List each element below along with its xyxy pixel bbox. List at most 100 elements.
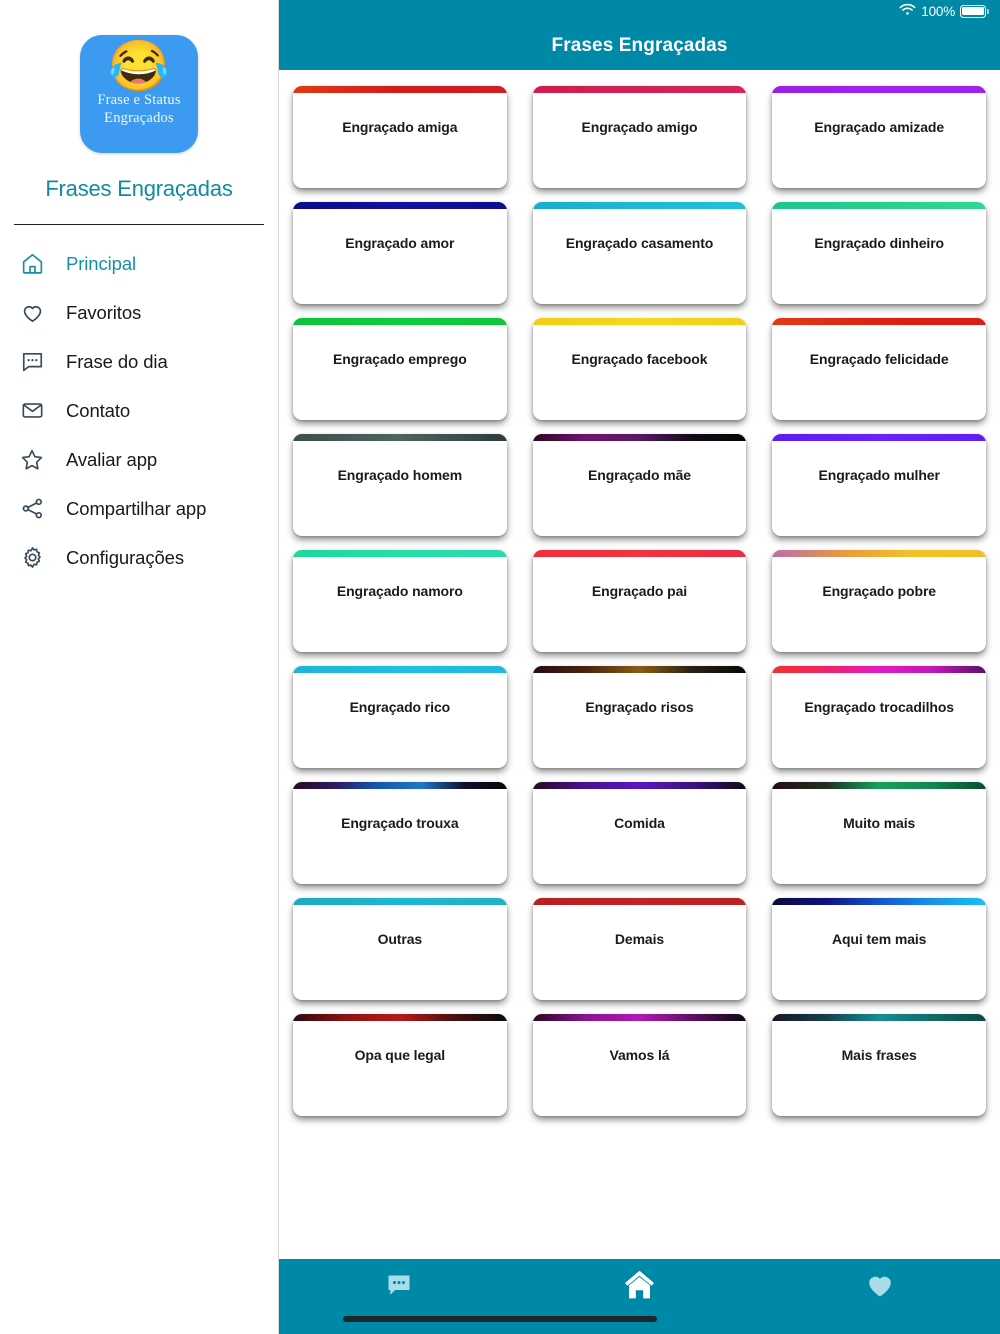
category-card[interactable]: Engraçado mãe bbox=[532, 434, 747, 536]
sidebar-item-label: Compartilhar app bbox=[66, 497, 207, 519]
card-label: Engraçado amor bbox=[345, 234, 455, 251]
category-card[interactable]: Muito mais bbox=[772, 782, 986, 884]
page-title: Frases Engraçadas bbox=[279, 22, 1000, 70]
category-card[interactable]: Demais bbox=[532, 898, 747, 1000]
card-label: Opa que legal bbox=[354, 1046, 446, 1063]
card-label: Engraçado rico bbox=[349, 698, 451, 715]
card-label: Demais bbox=[614, 930, 665, 947]
card-label: Engraçado pai bbox=[591, 582, 688, 599]
category-card[interactable]: Comida bbox=[532, 782, 747, 884]
category-card[interactable]: Engraçado trocadilhos bbox=[772, 666, 986, 768]
category-card[interactable]: Engraçado pobre bbox=[772, 550, 986, 652]
star-icon bbox=[14, 445, 50, 475]
category-card[interactable]: Outras bbox=[293, 898, 507, 1000]
sidebar-item-label: Frase do dia bbox=[66, 350, 168, 372]
category-card[interactable]: Vamos lá bbox=[532, 1014, 747, 1116]
battery-fill bbox=[962, 6, 984, 16]
card-accent-bar bbox=[772, 318, 986, 325]
sidebar-item-frase-do-dia[interactable]: Frase do dia bbox=[0, 337, 278, 386]
category-card[interactable]: Opa que legal bbox=[293, 1014, 507, 1116]
sidebar-item-label: Principal bbox=[66, 252, 137, 274]
card-label: Engraçado facebook bbox=[571, 350, 708, 367]
sidebar-item-avaliar-app[interactable]: Avaliar app bbox=[0, 435, 278, 484]
app-logo-container: 😂 Frase e Status Engraçados bbox=[0, 0, 278, 153]
sidebar-menu: Principal Favoritos bbox=[0, 239, 278, 582]
card-accent-bar bbox=[532, 550, 747, 557]
battery-full-icon bbox=[960, 4, 989, 18]
category-card[interactable]: Engraçado casamento bbox=[532, 202, 747, 304]
category-card[interactable]: Aqui tem mais bbox=[772, 898, 986, 1000]
sidebar-item-favoritos[interactable]: Favoritos bbox=[0, 288, 278, 337]
card-label: Engraçado dinheiro bbox=[814, 234, 944, 251]
card-accent-bar bbox=[532, 1014, 747, 1021]
sidebar-item-contato[interactable]: Contato bbox=[0, 386, 278, 435]
category-card[interactable]: Engraçado pai bbox=[532, 550, 747, 652]
home-icon bbox=[621, 1266, 658, 1308]
category-card[interactable]: Engraçado amiga bbox=[293, 86, 507, 188]
heart-icon bbox=[864, 1269, 896, 1306]
category-card[interactable]: Engraçado rico bbox=[293, 666, 507, 768]
category-card[interactable]: Mais frases bbox=[772, 1014, 986, 1116]
category-card[interactable]: Engraçado dinheiro bbox=[772, 202, 986, 304]
card-accent-bar bbox=[772, 202, 986, 209]
card-accent-bar bbox=[772, 550, 986, 557]
sidebar-item-label: Contato bbox=[66, 399, 131, 421]
card-label: Mais frases bbox=[841, 1046, 917, 1063]
chat-bubble-icon bbox=[384, 1270, 414, 1305]
sidebar-item-principal[interactable]: Principal bbox=[0, 239, 278, 288]
category-card[interactable]: Engraçado amor bbox=[293, 202, 507, 304]
category-card[interactable]: Engraçado emprego bbox=[293, 318, 507, 420]
card-label: Engraçado mulher bbox=[818, 466, 940, 483]
card-label: Engraçado homem bbox=[337, 466, 463, 483]
card-accent-bar bbox=[532, 86, 747, 93]
wifi-icon bbox=[899, 3, 916, 19]
card-label: Engraçado pobre bbox=[822, 582, 936, 599]
category-card[interactable]: Engraçado facebook bbox=[532, 318, 747, 420]
laughing-emoji-icon: 😂 bbox=[107, 38, 171, 94]
card-accent-bar bbox=[293, 666, 507, 673]
status-bar: 100% bbox=[279, 0, 1000, 22]
category-card[interactable]: Engraçado amigo bbox=[532, 86, 747, 188]
nav-favoritos[interactable] bbox=[760, 1259, 1000, 1315]
category-card[interactable]: Engraçado mulher bbox=[772, 434, 986, 536]
sidebar-item-compartilhar-app[interactable]: Compartilhar app bbox=[0, 484, 278, 533]
card-accent-bar bbox=[532, 782, 747, 789]
logo-line-2: Engraçados bbox=[104, 110, 174, 126]
card-accent-bar bbox=[293, 782, 507, 789]
card-label: Comida bbox=[614, 814, 665, 831]
category-card[interactable]: Engraçado namoro bbox=[293, 550, 507, 652]
category-card[interactable]: Engraçado homem bbox=[293, 434, 507, 536]
category-card[interactable]: Engraçado trouxa bbox=[293, 782, 507, 884]
sidebar-item-label: Avaliar app bbox=[66, 448, 158, 470]
status-indicators: 100% bbox=[899, 3, 989, 19]
sidebar-item-configuracoes[interactable]: Configurações bbox=[0, 533, 278, 582]
category-card[interactable]: Engraçado amizade bbox=[772, 86, 986, 188]
category-card[interactable]: Engraçado risos bbox=[532, 666, 747, 768]
card-label: Engraçado amiga bbox=[342, 118, 458, 135]
category-card[interactable]: Engraçado felicidade bbox=[772, 318, 986, 420]
card-accent-bar bbox=[293, 318, 507, 325]
card-accent-bar bbox=[772, 86, 986, 93]
card-accent-bar bbox=[293, 434, 507, 441]
card-accent-bar bbox=[293, 898, 507, 905]
chat-icon bbox=[14, 347, 50, 377]
card-label: Vamos lá bbox=[609, 1046, 670, 1063]
card-label: Engraçado emprego bbox=[332, 350, 467, 367]
app-logo: 😂 Frase e Status Engraçados bbox=[80, 35, 198, 153]
card-accent-bar bbox=[293, 550, 507, 557]
card-accent-bar bbox=[772, 782, 986, 789]
app-name-label: Frases Engraçadas bbox=[45, 176, 233, 201]
nav-frase-do-dia[interactable] bbox=[279, 1259, 519, 1315]
card-label: Engraçado mãe bbox=[588, 466, 691, 483]
card-label: Engraçado felicidade bbox=[809, 350, 949, 367]
card-accent-bar bbox=[772, 434, 986, 441]
card-accent-bar bbox=[532, 898, 747, 905]
nav-principal[interactable] bbox=[519, 1259, 759, 1315]
card-label: Engraçado casamento bbox=[565, 234, 714, 251]
sidebar: 😂 Frase e Status Engraçados Frases Engra… bbox=[0, 0, 279, 1334]
card-label: Engraçado namoro bbox=[336, 582, 463, 599]
